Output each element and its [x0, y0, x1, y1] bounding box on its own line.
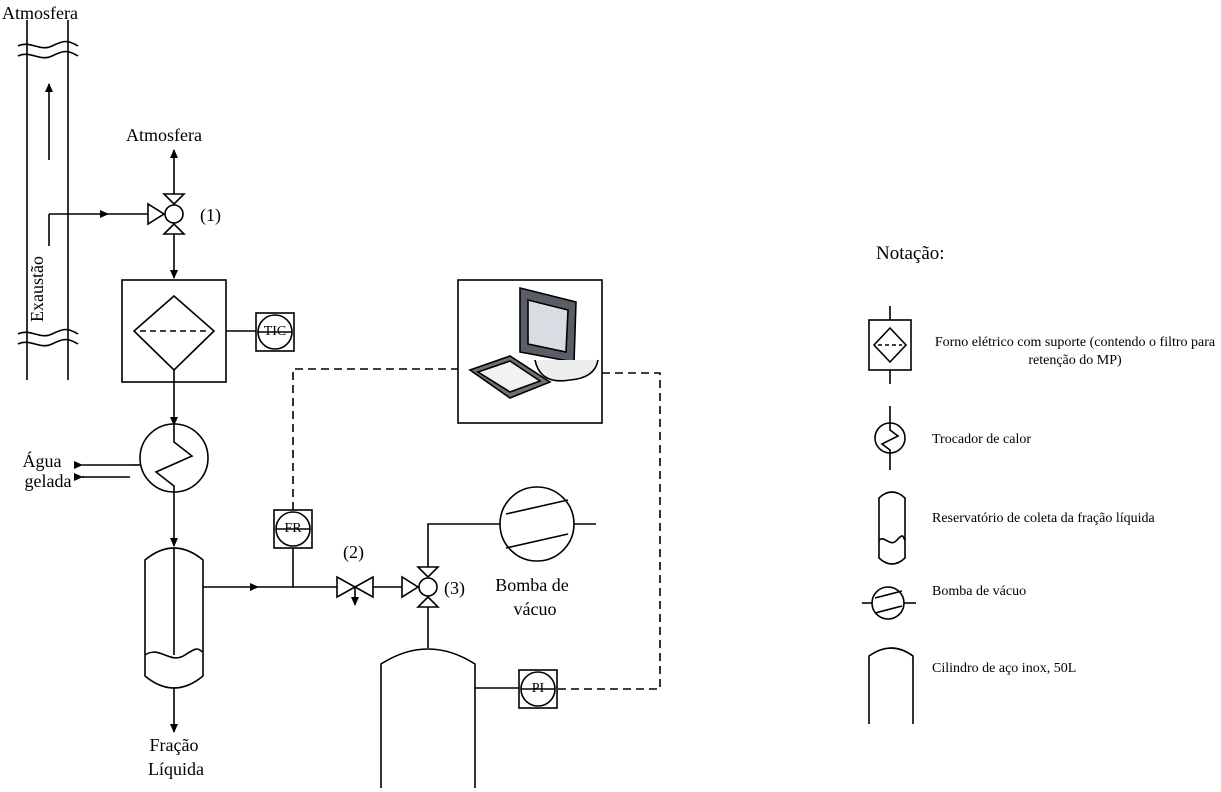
legend-title: Notação:	[876, 243, 945, 264]
furnace	[121, 279, 227, 383]
legend-item-reservoir: Reservatório de coleta da fração líquida	[932, 511, 1155, 526]
valve3-label: (3)	[444, 578, 465, 598]
atmosphere-label-top: Atmosfera	[2, 3, 78, 23]
exhaust-label: Exaustão	[27, 256, 47, 322]
liquid-reservoir	[144, 547, 204, 689]
valve-2	[336, 575, 374, 606]
valve-3	[401, 566, 440, 608]
valve1-label: (1)	[200, 205, 221, 225]
tic-label: TIC	[263, 324, 287, 339]
computer-monitor-icon	[519, 286, 599, 382]
vacuum-pump-label-1: Bomba de	[495, 575, 569, 595]
tic-instrument	[255, 312, 295, 352]
legend-item-cylinder: Cilindro de aço inox, 50L	[932, 661, 1077, 676]
valve2-label: (2)	[343, 542, 364, 562]
legend-cylinder-icon	[868, 647, 914, 724]
legend-reservoir-icon	[878, 491, 906, 565]
legend-item-heat-exchanger: Trocador de calor	[932, 432, 1032, 447]
legend-vacuum-pump-icon	[862, 586, 916, 620]
exhaust-duct	[17, 20, 79, 380]
steel-cylinder	[380, 648, 476, 788]
chilled-water-label-2: gelada	[24, 471, 72, 491]
fr-label: FR	[284, 521, 302, 536]
exhaust-branch-line	[48, 210, 148, 246]
liquid-fraction-label-2: Líquida	[148, 759, 204, 779]
atmosphere-label-valve: Atmosfera	[126, 125, 202, 145]
computer-station	[457, 279, 603, 424]
valve3-to-pump-line	[427, 523, 500, 567]
pi-label: PI	[531, 681, 545, 696]
legend-item-vacuum-pump: Bomba de vácuo	[932, 584, 1027, 599]
vacuum-pump	[499, 486, 596, 562]
legend-item-furnace: Forno elétrico com suporte (contendo o f…	[934, 335, 1216, 368]
liquid-fraction-label-1: Fração	[149, 735, 199, 755]
signal-lines	[292, 368, 661, 690]
pi-instrument	[518, 669, 558, 709]
computer-keyboard-icon	[468, 355, 552, 399]
heat-exchanger	[139, 423, 209, 493]
legend-furnace-icon	[868, 306, 912, 384]
valve-1	[147, 193, 186, 235]
legend-heat-exchanger-icon	[874, 406, 906, 470]
vacuum-pump-label-2: vácuo	[513, 599, 557, 619]
chilled-water-label-1: Água	[22, 451, 62, 471]
